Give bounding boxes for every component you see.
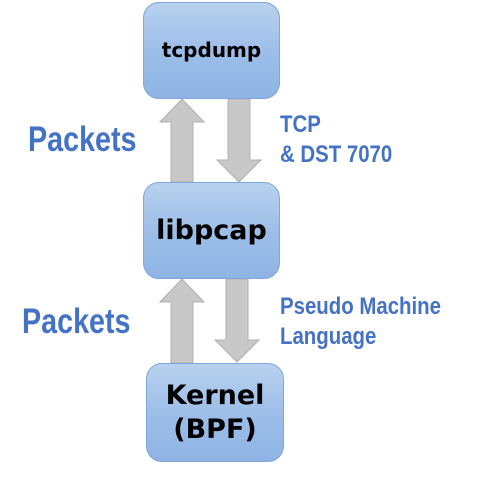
edge-label-packets-bottom: Packets [22,302,131,341]
edge-label-pml-line-1: Pseudo Machine [280,293,441,320]
arrow-up-packets-to-tcpdump [158,98,206,183]
edge-label-filter-line-2: & DST 7070 [280,140,393,168]
node-kernel: Kernel (BPF) [146,363,284,462]
node-libpcap: libpcap [143,182,280,279]
node-libpcap-label: libpcap [156,214,267,246]
edge-label-filter: TCP & DST 7070 [280,110,392,169]
edge-label-filter-line-1: TCP [280,111,321,138]
arrow-down-filter-to-libpcap [215,98,263,183]
edge-label-pml-line-2: Language [280,322,377,350]
arrow-up-packets-to-libpcap [158,278,206,364]
node-kernel-label-line-1: Kernel [165,379,265,411]
node-kernel-label-line-2: (BPF) [173,413,257,445]
node-tcpdump: tcpdump [143,2,280,99]
node-tcpdump-label: tcpdump [161,38,262,62]
edge-label-pseudo-machine-language: Pseudo Machine Language [280,292,441,351]
arrow-down-pml-to-kernel [213,278,261,363]
edge-label-packets-top: Packets [28,120,137,159]
